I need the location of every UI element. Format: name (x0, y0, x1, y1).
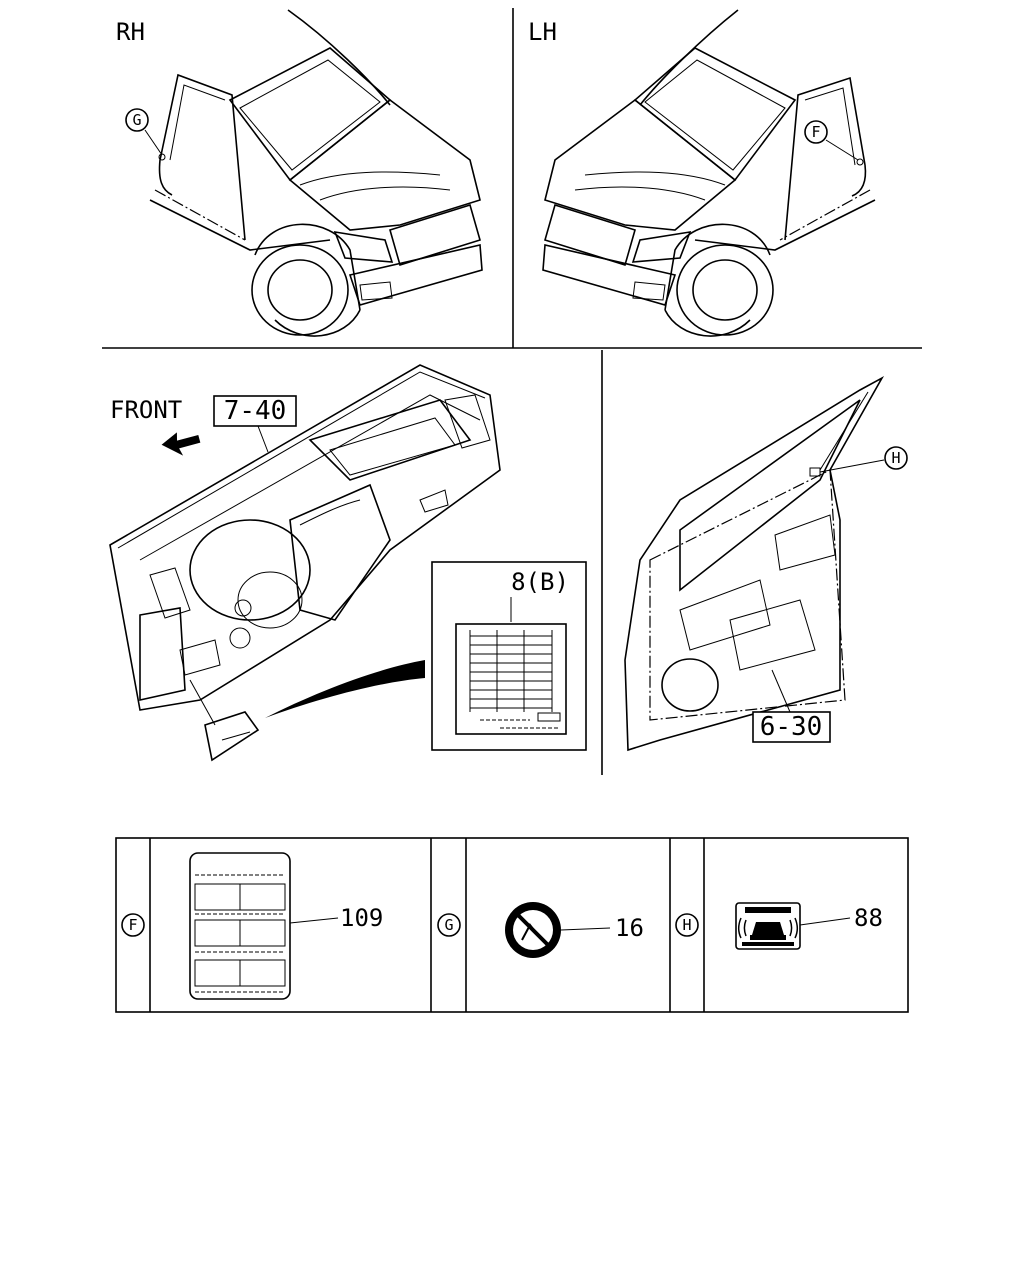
front-label: FRONT (110, 396, 182, 424)
table-marker-g: G (444, 916, 453, 934)
front-arrow-icon (161, 432, 201, 456)
parts-table-cell-f: F 109 (121, 852, 383, 1000)
table-marker-h: H (682, 916, 691, 934)
marker-f-location (856, 158, 864, 166)
marker-f-circle (804, 120, 828, 144)
panel-dividers (102, 8, 922, 775)
marker-g-circle (125, 108, 149, 132)
marker-h-letter: H (891, 449, 900, 467)
marker-f-letter: F (811, 123, 820, 141)
parts-table-cell-h: H 88 (675, 902, 883, 950)
security-system-label-icon (735, 902, 801, 950)
marker-g-location (158, 153, 166, 161)
dashboard-view: FRONT 7-40 8(B) (109, 364, 587, 762)
no-child-seat-label-icon (505, 902, 561, 958)
marker-h-circle (884, 446, 908, 470)
parts-table-cell-g: G 16 (437, 902, 644, 958)
fuse-label-icon (455, 623, 567, 735)
rh-vehicle-view: RH G (116, 9, 483, 337)
marker-g-letter: G (132, 111, 141, 129)
lh-vehicle-view: LH F (528, 9, 876, 337)
parts-table: F 109 G (115, 837, 909, 1013)
door-ref-box (752, 711, 831, 743)
zoom-wedge (265, 660, 425, 718)
fuse-label-icon (189, 852, 291, 1000)
door-ref: 6-30 (760, 712, 823, 742)
door-view: H 6-30 (624, 375, 908, 752)
part-number-88: 88 (854, 904, 883, 932)
dashboard-ref: 7-40 (224, 396, 287, 426)
table-marker-f: F (128, 916, 137, 934)
part-number-109: 109 (340, 904, 383, 932)
part-number-16: 16 (615, 914, 644, 942)
lh-label: LH (528, 18, 557, 46)
dashboard-ref-box (213, 395, 297, 427)
rh-label: RH (116, 18, 145, 46)
fuse-label-ref: 8(B) (511, 568, 569, 596)
